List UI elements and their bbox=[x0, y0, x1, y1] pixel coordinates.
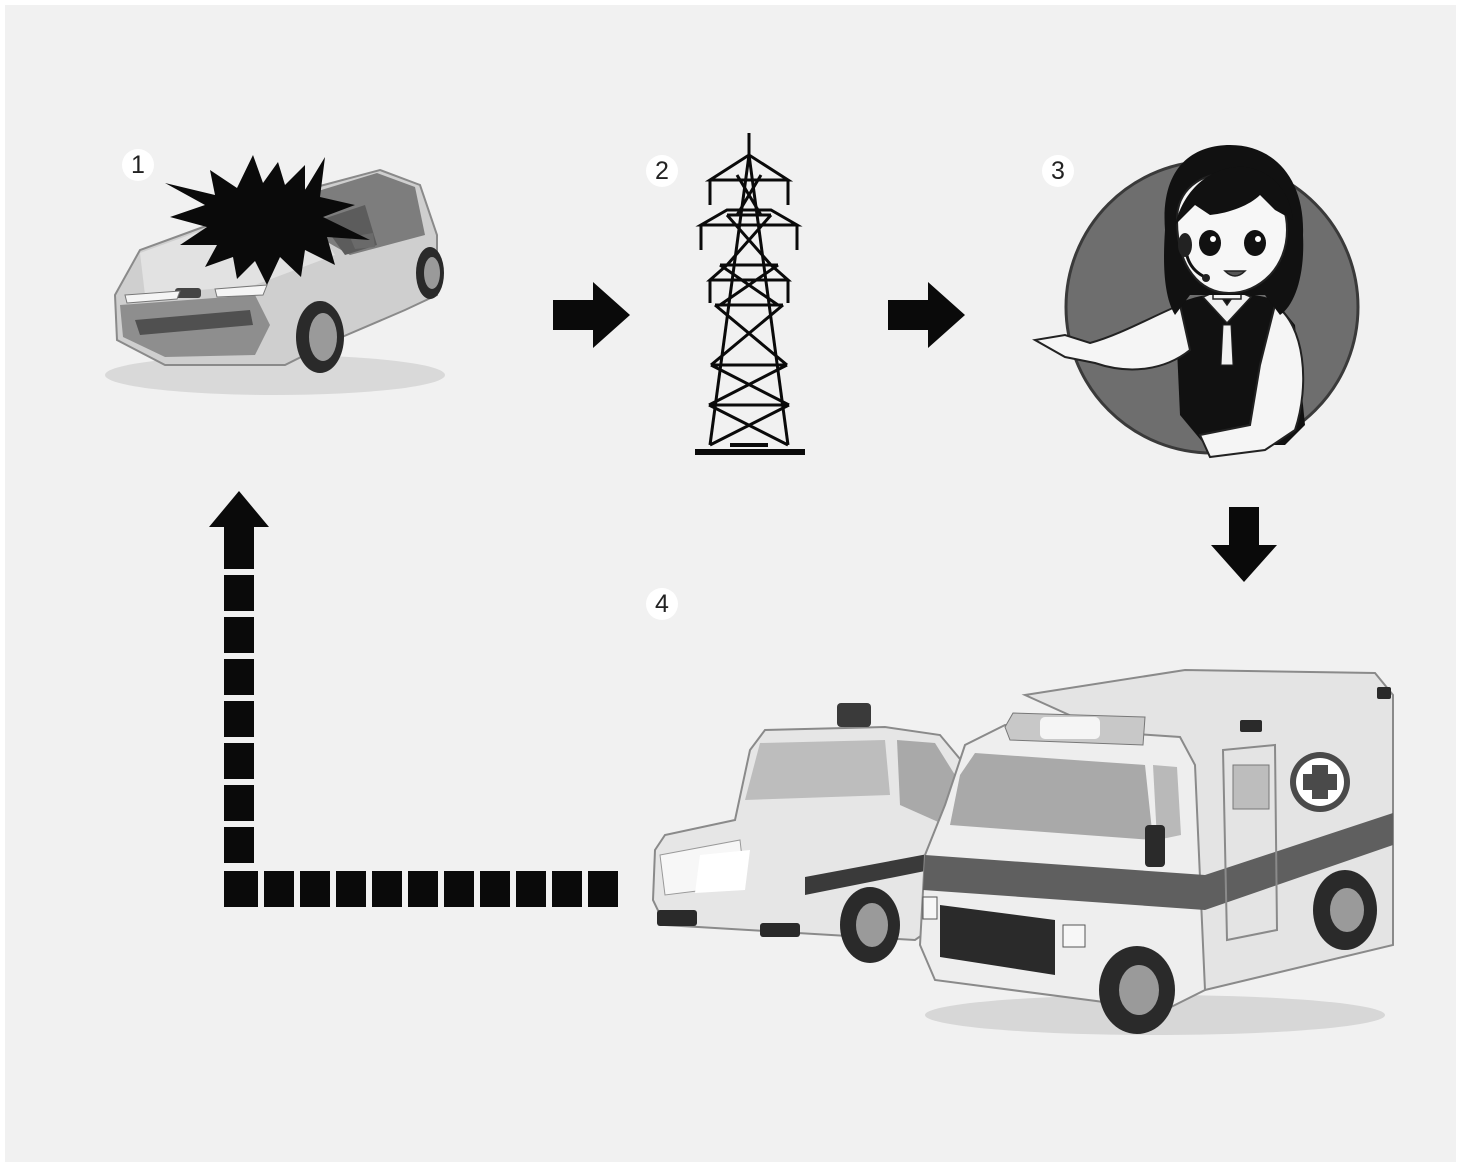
arrow-right-1 bbox=[553, 282, 630, 348]
step-2-number: 2 bbox=[646, 155, 678, 187]
transmission-tower-icon bbox=[695, 133, 805, 455]
arrow-right-2 bbox=[888, 282, 965, 348]
ambulance-icon bbox=[918, 668, 1394, 1035]
crashed-car-icon bbox=[105, 155, 445, 395]
step-3-number: 3 bbox=[1042, 155, 1074, 187]
emergency-vehicles-icon bbox=[651, 668, 1394, 1035]
dashed-return-arrow bbox=[209, 491, 618, 907]
step-4-number: 4 bbox=[646, 588, 678, 620]
call-center-operator-icon bbox=[1032, 145, 1360, 459]
step-1-number: 1 bbox=[122, 149, 154, 181]
patrol-car-icon bbox=[651, 703, 966, 963]
diagram-scene bbox=[105, 133, 1394, 1035]
diagram-panel: 1 2 3 4 bbox=[5, 5, 1456, 1162]
arrow-down bbox=[1211, 507, 1277, 582]
